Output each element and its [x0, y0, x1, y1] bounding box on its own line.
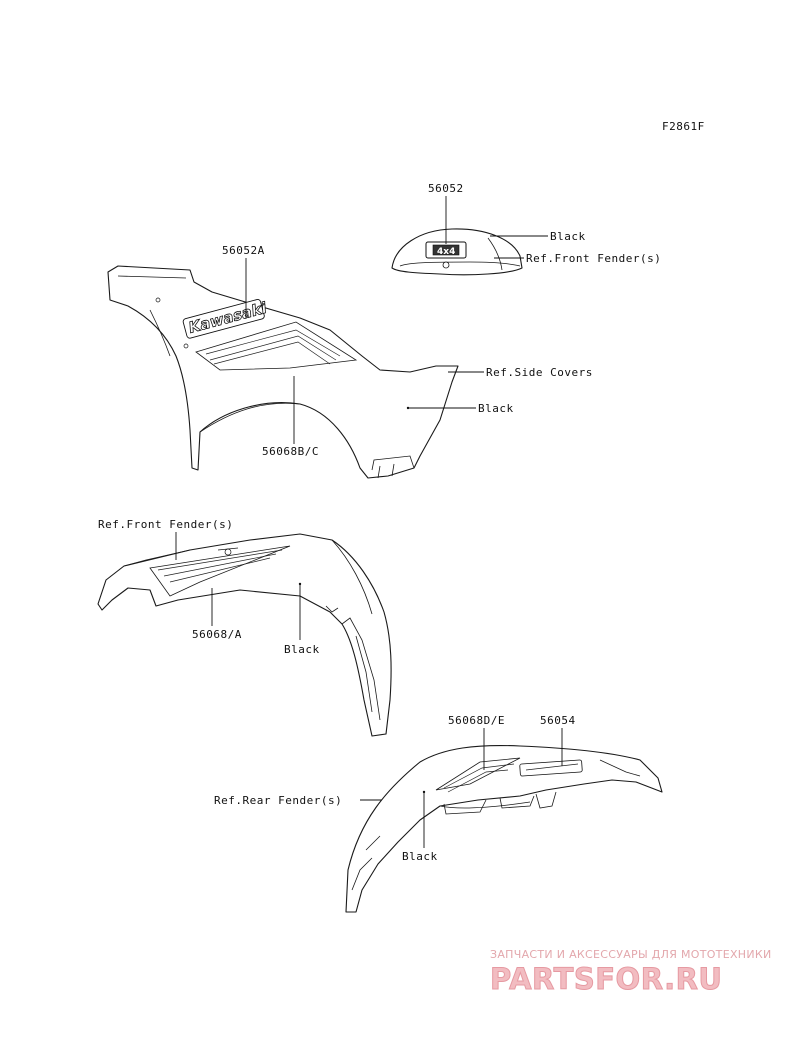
callout-56054: 56054	[540, 714, 576, 727]
top-cover-leaders	[445, 196, 548, 259]
callout-front-ref-front-fender: Ref.Front Fender(s)	[98, 518, 233, 531]
rear-fender-leaders	[360, 728, 563, 848]
callout-rear-fender-black: Black	[402, 850, 438, 863]
figure-code: F2861F	[662, 120, 705, 133]
callout-56068DE: 56068D/E	[448, 714, 505, 727]
callout-ref-rear-fender: Ref.Rear Fender(s)	[214, 794, 342, 807]
callout-front-fender-black: Black	[284, 643, 320, 656]
front-fender-part	[97, 533, 392, 737]
watermark-tagline: ЗАПЧАСТИ И АКСЕССУАРЫ ДЛЯ МОТОТЕХНИКИ	[490, 948, 772, 961]
callout-ref-side-covers: Ref.Side Covers	[486, 366, 593, 379]
callout-56068A: 56068/A	[192, 628, 242, 641]
callout-56052: 56052	[428, 182, 464, 195]
side-cover-part: Kawasaki	[107, 265, 459, 479]
callout-side-cover-black: Black	[478, 402, 514, 415]
callout-56052A: 56052A	[222, 244, 265, 257]
rear-fender-part	[345, 744, 663, 913]
callout-top-cover-black: Black	[550, 230, 586, 243]
top-cover-part: 4x4	[391, 228, 523, 276]
side-cover-leaders	[245, 258, 484, 444]
watermark-logo: PARTSFOR.RU	[489, 962, 723, 997]
callout-top-cover-ref-front-fender: Ref.Front Fender(s)	[526, 252, 661, 265]
badge-4x4-text: 4x4	[437, 247, 455, 257]
front-fender-leaders	[175, 532, 302, 640]
callout-56068BC: 56068B/C	[262, 445, 319, 458]
